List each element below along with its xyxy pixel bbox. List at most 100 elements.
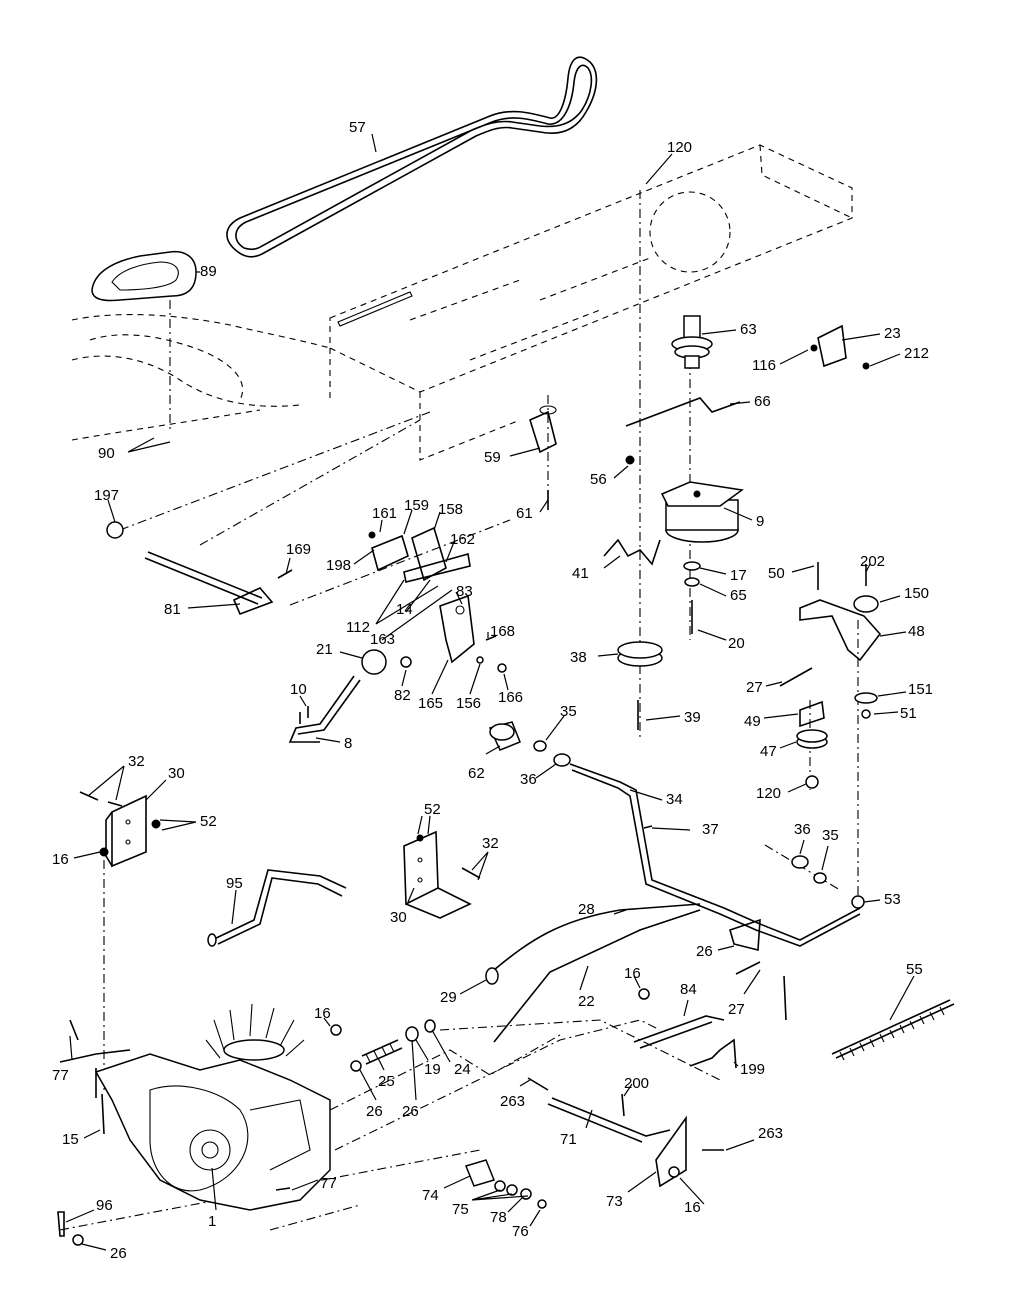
sleeve-74 — [464, 1159, 496, 1187]
seat-pan-89 — [91, 250, 197, 302]
bracket-23 — [810, 324, 870, 370]
bolt-56 — [625, 455, 635, 465]
body-outline — [71, 313, 331, 441]
callout: 57 — [349, 119, 366, 136]
callout: 120 — [667, 139, 692, 156]
bolt-169 — [277, 569, 293, 579]
callout: 26 — [402, 1103, 419, 1120]
callout: 36 — [794, 821, 811, 838]
bracket-48 — [799, 599, 882, 662]
callout: 200 — [624, 1075, 649, 1092]
callout: 27 — [746, 679, 763, 696]
rod-22 — [493, 909, 701, 1043]
callout: 32 — [128, 753, 145, 770]
washer-35a — [533, 740, 547, 752]
washer-26b — [72, 1234, 84, 1246]
pin-96 — [57, 1211, 65, 1237]
callout: 22 — [578, 993, 595, 1010]
callout: 49 — [744, 713, 761, 730]
callout: 55 — [906, 961, 923, 978]
callout: 32 — [482, 835, 499, 852]
callout: 120 — [756, 785, 781, 802]
callout: 75 — [452, 1201, 469, 1218]
bolt-32a — [79, 791, 123, 807]
callout: 19 — [424, 1061, 441, 1078]
spindle-63 — [671, 315, 713, 369]
callout: 202 — [860, 553, 885, 570]
callout: 71 — [560, 1131, 577, 1148]
callout: 47 — [760, 743, 777, 760]
bolt-27b — [735, 961, 761, 975]
callout: 8 — [344, 735, 352, 752]
callout: 16 — [684, 1199, 701, 1216]
callout: 74 — [422, 1187, 439, 1204]
bracket-83 — [439, 594, 475, 664]
callout: 59 — [484, 449, 501, 466]
callout-labels: 57 120 89 63 23 116 212 66 90 59 56 61 9… — [52, 119, 933, 1262]
callout: 10 — [290, 681, 307, 698]
callout: 89 — [200, 263, 217, 280]
callout: 35 — [560, 703, 577, 720]
bolt-168 — [485, 635, 497, 641]
callout: 30 — [168, 765, 185, 782]
callout: 90 — [98, 445, 115, 462]
rod-34 — [569, 763, 861, 947]
rod-28 — [493, 903, 701, 971]
callout: 24 — [454, 1061, 471, 1078]
callout: 162 — [450, 531, 475, 548]
callout: 52 — [200, 813, 217, 830]
nut-52a — [151, 819, 161, 829]
callout: 14 — [396, 601, 413, 618]
washer-35b — [813, 872, 827, 884]
callout: 77 — [52, 1067, 69, 1084]
nut-156 — [476, 656, 484, 664]
callout: 48 — [908, 623, 925, 640]
callout: 95 — [226, 875, 243, 892]
callout: 23 — [884, 325, 901, 342]
tube-62 — [488, 721, 521, 751]
callout: 165 — [418, 695, 443, 712]
washer-19 — [405, 1026, 419, 1042]
callout: 52 — [424, 801, 441, 818]
callout: 37 — [702, 821, 719, 838]
callout: 16 — [624, 965, 641, 982]
bracket-49 — [799, 700, 825, 728]
grommet-29 — [485, 967, 499, 985]
nut-51 — [861, 709, 871, 719]
callout: 29 — [440, 989, 457, 1006]
callout: 76 — [512, 1223, 529, 1240]
callout: 151 — [908, 681, 933, 698]
pin-37 — [643, 825, 653, 829]
spring-55 — [831, 999, 955, 1061]
callout: 168 — [490, 623, 515, 640]
callout: 263 — [758, 1125, 783, 1142]
washer-75a — [494, 1180, 506, 1192]
callout: 16 — [314, 1005, 331, 1022]
bolt-27a — [779, 667, 813, 687]
callout: 25 — [378, 1073, 395, 1090]
washer-36a — [553, 753, 571, 767]
idler-150 — [853, 595, 879, 613]
washer-151 — [854, 692, 878, 704]
bolt-10 — [299, 706, 309, 724]
callout: 35 — [822, 827, 839, 844]
nut-16b — [638, 988, 650, 1000]
callout: 21 — [316, 641, 333, 658]
lever-8 — [288, 675, 361, 743]
callout: 81 — [164, 601, 181, 618]
shaft-81 — [144, 551, 274, 616]
callout: 38 — [570, 649, 587, 666]
callout: 73 — [606, 1193, 623, 1210]
rod-95 — [207, 869, 347, 947]
nut-16a — [99, 847, 109, 857]
bolt-200 — [621, 1093, 625, 1117]
callout: 66 — [754, 393, 771, 410]
transaxle-1 — [59, 1003, 331, 1211]
callout: 56 — [590, 471, 607, 488]
bracket-26 — [729, 918, 761, 952]
pulley-38 — [617, 641, 663, 667]
nut-120b — [805, 775, 819, 789]
nut-16d — [668, 1166, 680, 1178]
callout: 36 — [520, 771, 537, 788]
callout: 158 — [438, 501, 463, 518]
